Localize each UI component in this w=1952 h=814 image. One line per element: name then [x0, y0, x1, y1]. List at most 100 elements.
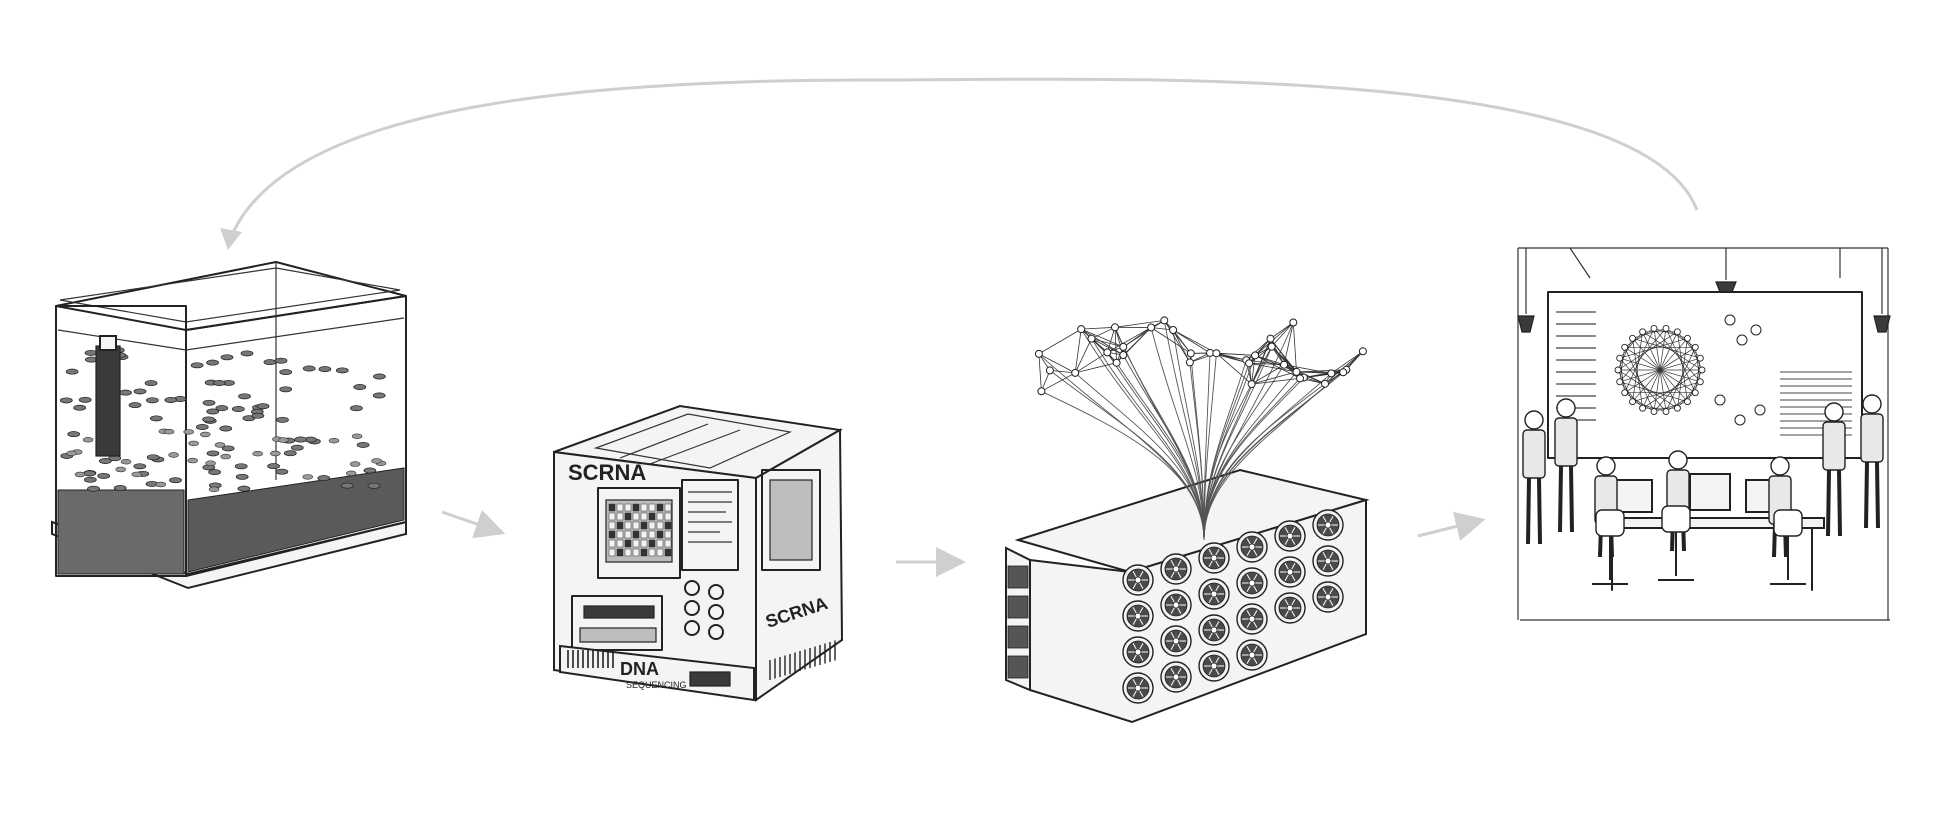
feedback-loop-arrowhead	[220, 228, 242, 250]
graph-node	[1662, 408, 1670, 416]
fan	[1122, 600, 1154, 632]
tree-wire	[1203, 371, 1344, 541]
graph-node	[1698, 366, 1706, 374]
sequencer-top-label: SCRNA	[568, 460, 646, 485]
tree-edge	[1075, 362, 1117, 374]
fish	[252, 451, 264, 457]
fan	[1274, 556, 1306, 588]
fan	[1160, 589, 1192, 621]
tree-node	[1087, 334, 1096, 343]
tree-node	[1071, 368, 1080, 377]
person	[1522, 410, 1546, 545]
graph-node	[1684, 398, 1691, 406]
sample-well	[608, 539, 616, 548]
graph-edge	[1677, 338, 1688, 409]
sample-well	[632, 512, 640, 521]
tree-node	[1034, 349, 1043, 358]
fish	[279, 386, 293, 393]
whiteboard-notes	[1556, 311, 1852, 436]
fish	[66, 450, 77, 456]
server-bay	[1007, 625, 1029, 649]
team-members	[1522, 394, 1884, 558]
fish	[67, 431, 81, 438]
sample-well	[616, 512, 624, 521]
graph-node	[1696, 378, 1704, 386]
tree-edge	[1038, 328, 1082, 355]
tree-edge	[1248, 346, 1272, 364]
tree-node	[1077, 325, 1086, 334]
tree-wire	[1203, 383, 1252, 541]
tree-node	[1212, 349, 1221, 358]
chair	[1770, 509, 1806, 585]
fish	[220, 453, 231, 460]
sample-well	[656, 548, 664, 557]
fish	[256, 403, 270, 410]
graph-edge	[1619, 328, 1667, 383]
tree-edge	[1074, 338, 1092, 374]
graph-node	[1629, 334, 1636, 342]
fish	[251, 412, 265, 419]
fish	[169, 477, 182, 484]
tree-node	[1119, 351, 1128, 359]
sample-well	[632, 539, 640, 548]
tree-edge	[1249, 362, 1297, 373]
fan	[1122, 564, 1154, 596]
fan	[1274, 520, 1306, 552]
graph-node	[1639, 328, 1647, 336]
sample-well	[648, 539, 656, 548]
sample-well	[632, 503, 640, 512]
fish	[73, 404, 87, 411]
fish	[371, 458, 382, 464]
fish	[74, 471, 86, 478]
tree-edge	[1123, 327, 1152, 348]
fish	[219, 425, 233, 432]
fish	[87, 485, 100, 492]
sample-well	[608, 530, 616, 539]
tree-edge	[1271, 322, 1294, 347]
sample-well	[664, 539, 672, 548]
fish	[202, 416, 215, 423]
fish	[83, 476, 97, 483]
tree-edge	[1292, 322, 1297, 372]
fish	[187, 457, 198, 464]
graph-node	[1662, 324, 1670, 332]
sample-well	[664, 548, 672, 557]
fish-tank-icon	[51, 261, 407, 590]
tree-node	[1160, 316, 1169, 325]
fish	[202, 399, 216, 406]
fish	[269, 450, 281, 457]
fan	[1312, 509, 1344, 541]
fish	[190, 362, 204, 369]
fish	[340, 482, 354, 489]
tree-node	[1169, 326, 1178, 334]
graph-edge	[1632, 381, 1701, 403]
tree-node	[1111, 323, 1119, 332]
graph-node	[1696, 354, 1704, 362]
tree-node	[1119, 342, 1128, 351]
graph-edge	[1694, 358, 1701, 393]
graph-node	[1684, 334, 1691, 342]
sample-well	[656, 539, 664, 548]
fish	[98, 458, 112, 464]
graph-edge	[1624, 347, 1655, 412]
fish	[212, 380, 226, 386]
tree-wire	[1203, 371, 1297, 541]
fish	[97, 472, 111, 479]
fan	[1236, 603, 1268, 635]
graph-node	[1714, 394, 1726, 406]
person	[1822, 402, 1846, 537]
fish	[133, 388, 147, 395]
sample-well	[624, 548, 632, 557]
tree-edge	[1251, 378, 1301, 385]
person	[1554, 398, 1578, 533]
tree-edge	[1038, 353, 1042, 392]
fish	[206, 408, 220, 415]
fish	[120, 459, 132, 465]
fish	[131, 471, 143, 478]
tree-node	[1045, 366, 1054, 375]
tree-edge	[1091, 338, 1124, 356]
sample-well	[648, 521, 656, 530]
whiteboard-network-graph	[1614, 314, 1766, 426]
graph-edge	[1619, 381, 1688, 403]
